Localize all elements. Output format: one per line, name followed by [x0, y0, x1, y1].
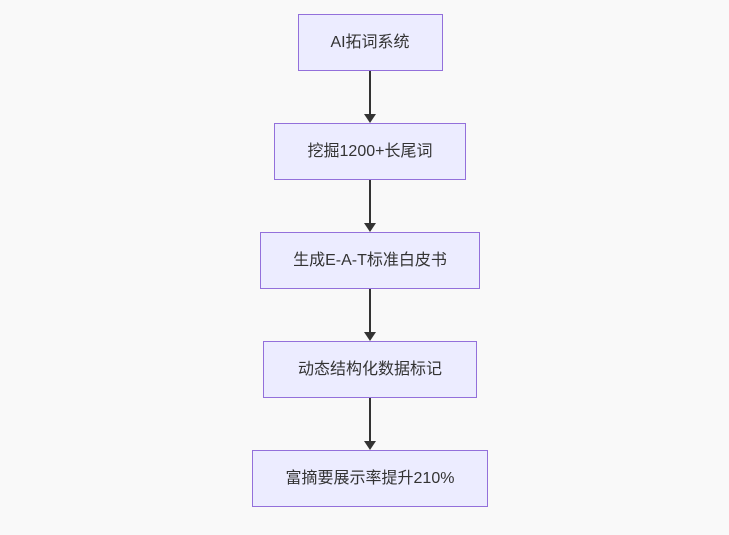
- arrow-head-icon: [364, 114, 376, 123]
- flow-node-label: 动态结构化数据标记: [297, 360, 442, 378]
- arrow-line: [369, 71, 371, 114]
- arrow-head-icon: [364, 223, 376, 232]
- flow-node-longtail-mining: 挖掘1200+长尾词: [274, 123, 466, 180]
- arrow-line: [369, 398, 371, 441]
- flow-node-label: 生成E-A-T标准白皮书: [293, 251, 447, 269]
- flow-edge-4: [364, 398, 376, 450]
- flow-node-eat-whitepaper: 生成E-A-T标准白皮书: [260, 232, 480, 289]
- flow-edge-2: [364, 180, 376, 232]
- arrow-line: [369, 289, 371, 332]
- arrow-head-icon: [364, 332, 376, 341]
- flow-node-rich-snippet-result: 富摘要展示率提升210%: [252, 450, 488, 507]
- flow-node-label: 富摘要展示率提升210%: [285, 469, 455, 487]
- flow-node-structured-data-markup: 动态结构化数据标记: [263, 341, 477, 398]
- flow-node-label: AI拓词系统: [330, 33, 410, 51]
- flow-edge-3: [364, 289, 376, 341]
- arrow-line: [369, 180, 371, 223]
- flow-node-label: 挖掘1200+长尾词: [307, 142, 433, 160]
- flow-node-ai-keyword-system: AI拓词系统: [297, 14, 443, 71]
- flow-edge-1: [364, 71, 376, 123]
- flowchart: AI拓词系统 挖掘1200+长尾词 生成E-A-T标准白皮书 动态结构化数据标记…: [252, 14, 488, 507]
- arrow-head-icon: [364, 441, 376, 450]
